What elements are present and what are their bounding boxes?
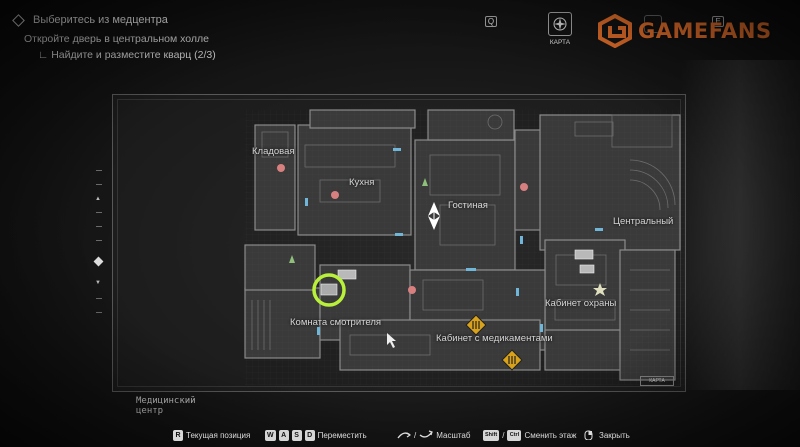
control-zoom[interactable]: / Масштаб <box>397 430 470 440</box>
mouse-right-click-icon <box>584 430 593 440</box>
key-d: D <box>304 430 315 441</box>
key-shift: Shift <box>483 430 500 441</box>
room-label-medicine: Кабинет с медикаментами <box>436 333 553 344</box>
key-s: S <box>291 430 302 441</box>
mouse-scroll-icon <box>397 432 411 439</box>
control-change-floor[interactable]: Shift / Ctrl Сменить этаж <box>483 430 577 441</box>
key-ctrl: Ctrl <box>507 430 522 441</box>
watermark-logo: GAMEFANS <box>596 14 772 48</box>
control-close[interactable]: Закрыть <box>582 430 630 440</box>
gamefans-logo-icon <box>598 14 632 48</box>
control-close-label: Закрыть <box>599 430 630 440</box>
control-current-position-label: Текущая позиция <box>186 431 251 440</box>
chest-icon <box>337 269 357 280</box>
room-label-security: Кабинет охраны <box>545 298 617 309</box>
objectives-panel: Выберитесь из медцентра Откройте дверь в… <box>12 13 216 61</box>
objective-main-text: Выберитесь из медцентра <box>33 14 168 26</box>
compass-icon <box>548 12 572 36</box>
room-label-pantry: Кладовая <box>252 146 295 157</box>
tab-map-label: КАРТА <box>549 39 571 46</box>
map-area-name: Медицинский центр <box>136 396 196 416</box>
control-change-floor-label: Сменить этаж <box>524 431 577 440</box>
chest-icon <box>320 283 338 296</box>
room-label-living-room: Гостиная <box>448 200 488 211</box>
control-move-label: Переместить <box>317 431 367 440</box>
chest-icon <box>574 249 594 260</box>
controls-bar: R Текущая позиция W A S D Переместить / … <box>0 426 800 446</box>
map-corner-badge: КАРТА <box>640 376 674 386</box>
objective-sub: Откройте дверь в центральном холле <box>24 33 209 45</box>
control-move[interactable]: W A S D Переместить <box>265 430 367 441</box>
map-area-name-line1: Медицинский <box>136 396 196 406</box>
key-r: R <box>173 430 183 441</box>
tab-map[interactable]: КАРТА <box>545 12 575 46</box>
key-w: W <box>265 430 276 441</box>
room-label-caretaker: Комната смотрителя <box>290 317 382 328</box>
objective-diamond-icon <box>12 13 25 27</box>
watermark-brand-text: GAMEFANS <box>638 19 772 43</box>
objective-main: Выберитесь из медцентра <box>12 13 216 27</box>
control-current-position[interactable]: R Текущая позиция <box>173 430 250 441</box>
prev-tab-key[interactable]: Q <box>485 16 497 27</box>
control-zoom-label: Масштаб <box>436 430 471 440</box>
mouse-drag-icon <box>419 430 433 438</box>
room-label-central: Центральный <box>613 216 674 227</box>
room-label-kitchen: Кухня <box>349 177 375 188</box>
map-area-name-line2: центр <box>136 406 164 416</box>
key-a: A <box>278 430 289 441</box>
objective-subtask: ∟ Найдите и разместите кварц (2/3) <box>38 49 216 61</box>
